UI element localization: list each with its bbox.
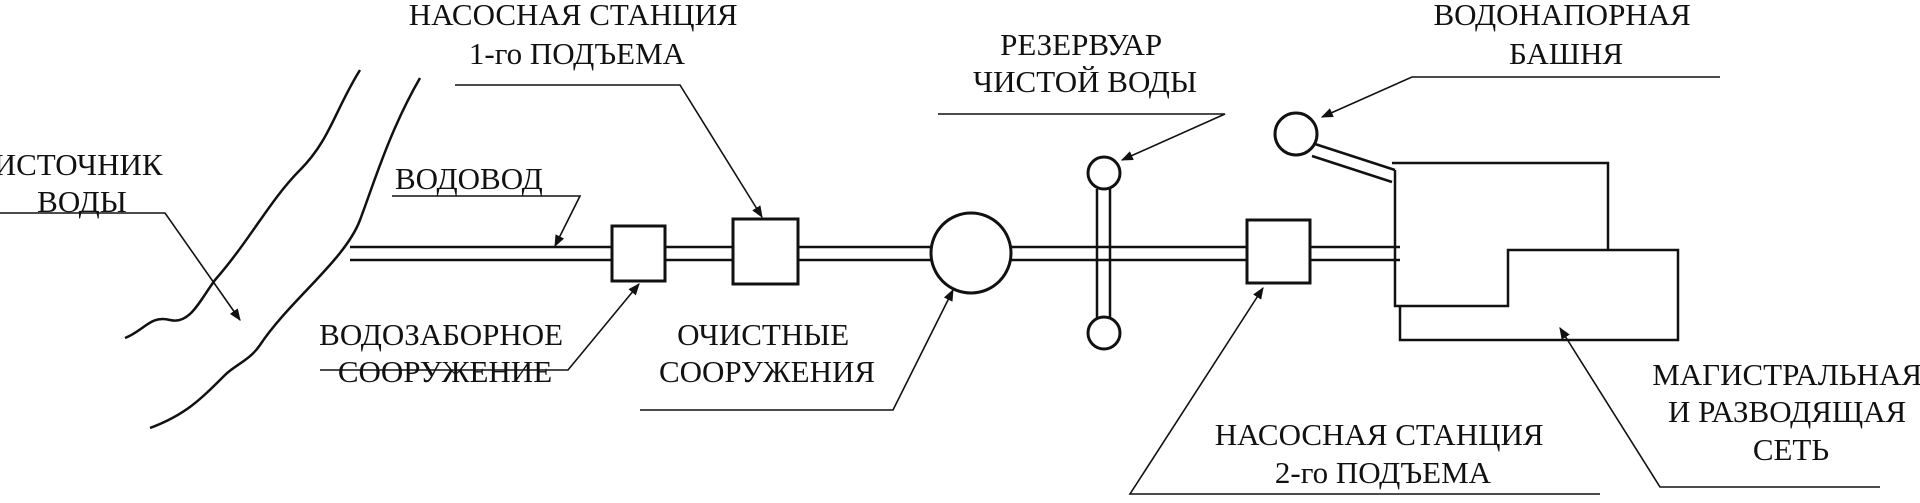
leader-intake	[320, 283, 640, 371]
pump-station-1-box	[731, 217, 800, 286]
leader-pump1	[455, 84, 763, 219]
tower-pipe-b	[1311, 154, 1393, 184]
leader-reservoir	[938, 113, 1226, 161]
water-tower-circle	[1273, 111, 1319, 157]
treatment-facility-circle	[929, 211, 1013, 295]
river-bank-right	[149, 77, 422, 430]
pump-station-2-box	[1245, 218, 1312, 285]
reservoir-bottom-circle	[1086, 315, 1122, 351]
network-loop-left	[1393, 170, 1680, 342]
label-conduit: ВОДОВОД	[395, 161, 543, 196]
label-intake-structure: ВОДОЗАБОРНОЕ СООРУЖЕНИЕ	[319, 317, 571, 389]
label-water-tower: ВОДОНАПОРНАЯ БАШНЯ	[1433, 0, 1698, 71]
leader-tower	[1320, 76, 1720, 118]
label-pump-station-2: НАСОСНАЯ СТАНЦИЯ 2-го ПОДЪЕМА	[1215, 417, 1552, 490]
leader-pump2	[1128, 286, 1600, 495]
label-source: ИСТОЧНИК ВОДЫ	[0, 147, 170, 219]
leader-source	[0, 212, 241, 321]
tower-pipe-a	[1314, 142, 1396, 172]
leader-conduit	[392, 195, 582, 248]
label-network: МАГИСТРАЛЬНАЯ И РАЗВОДЯЩАЯ СЕТЬ	[1652, 357, 1920, 467]
leader-network	[1559, 326, 1880, 488]
network-loop-upper	[1392, 161, 1610, 250]
leader-treatment	[640, 288, 954, 411]
label-treatment: ОЧИСТНЫЕ СООРУЖЕНИЯ	[659, 317, 875, 389]
river-bank-left	[124, 69, 362, 340]
reservoir-top-circle	[1086, 155, 1122, 191]
intake-structure-box	[610, 224, 667, 283]
label-pump-station-1: НАСОСНАЯ СТАНЦИЯ 1-го ПОДЪЕМА	[409, 0, 746, 71]
label-reservoir: РЕЗЕРВУАР ЧИСТОЙ ВОДЫ	[973, 27, 1197, 99]
